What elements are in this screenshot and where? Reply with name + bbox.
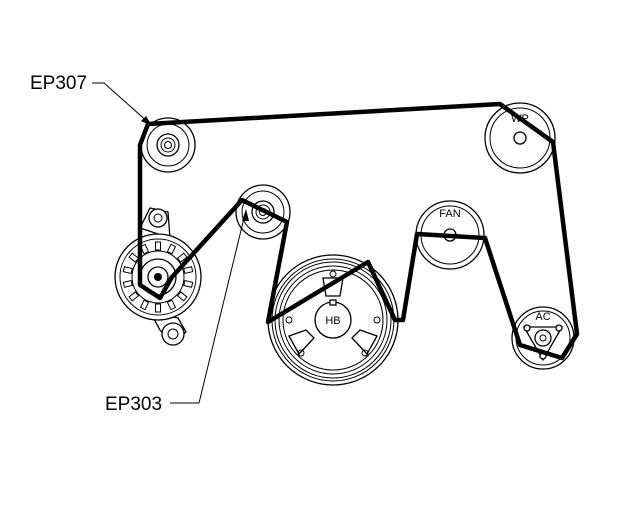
water-pump-hub: [513, 131, 527, 145]
alternator-vent-slots: [122, 241, 194, 313]
serpentine-belt: [137, 101, 580, 361]
alternator-vent-slot: [166, 243, 177, 255]
callout-upper-idler: EP307: [30, 73, 152, 126]
harmonic-balancer-bolt-hole: [373, 316, 381, 324]
callout-lower-idler-leader: [170, 213, 246, 404]
ac-clutch-rivet: [555, 324, 563, 332]
alternator: [114, 207, 202, 346]
alternator-vent-slot: [155, 241, 161, 251]
callout-lower-idler-arrowhead: [242, 209, 249, 221]
fan-label: FAN: [439, 208, 460, 220]
harmonic-balancer-label: HB: [325, 315, 340, 327]
callout-lower-idler: EP303: [105, 209, 249, 415]
alternator-vent-slot: [139, 243, 150, 255]
lower-idler-groove: [241, 190, 285, 234]
ac-compressor-pulley: AC: [511, 306, 575, 370]
alternator-upper-ear-hole: [153, 213, 163, 223]
alternator-vent-slot: [155, 303, 161, 313]
ac-clutch-rivet: [523, 324, 531, 332]
alternator-lower-ear-hole: [167, 328, 179, 340]
callout-lower-idler-label: EP303: [105, 394, 162, 415]
alternator-vent-slot: [176, 252, 188, 263]
ac-hub: [534, 329, 552, 347]
upper-idler-bolt: [164, 141, 172, 149]
alternator-vent-slot: [122, 266, 133, 275]
harmonic-balancer-spoke-left: [288, 329, 315, 356]
callout-upper-idler-arrowhead: [141, 116, 152, 126]
alternator-vent-slot: [176, 291, 188, 302]
harmonic-balancer: HB: [267, 254, 399, 386]
alternator-vent-slot: [122, 279, 133, 288]
ac-label: AC: [535, 311, 550, 323]
upper-idler-pulley: [140, 117, 196, 173]
alternator-upper-ear-boss: [148, 208, 168, 228]
alternator-vent-slot: [183, 266, 194, 275]
harmonic-balancer-bolt-hole: [329, 270, 337, 278]
alternator-vent-slot: [139, 299, 150, 311]
callout-upper-idler-label: EP307: [30, 73, 87, 94]
harmonic-balancer-keyway: [329, 299, 337, 306]
alternator-vent-slot: [166, 299, 177, 311]
harmonic-balancer-groove-3: [278, 265, 388, 375]
ac-shaft: [539, 334, 547, 342]
upper-idler-bearing-ring: [160, 137, 176, 153]
alternator-vent-slot: [128, 252, 140, 263]
harmonic-balancer-bolt-hole: [361, 349, 369, 357]
alternator-inner-ring: [131, 250, 185, 304]
alternator-vent-slot: [183, 279, 194, 288]
harmonic-balancer-spoke-right: [351, 329, 378, 356]
alternator-vent-slot: [128, 291, 140, 302]
alternator-lower-ear-boss: [161, 322, 185, 346]
harmonic-balancer-bolt-hole: [297, 349, 305, 357]
callout-upper-idler-leader: [92, 82, 150, 124]
alternator-shaft: [154, 273, 162, 281]
harmonic-balancer-bolt-hole: [285, 316, 293, 324]
harmonic-balancer-web: [282, 269, 384, 371]
alternator-housing-ring: [119, 238, 197, 316]
upper-idler-bearing: [156, 133, 180, 157]
